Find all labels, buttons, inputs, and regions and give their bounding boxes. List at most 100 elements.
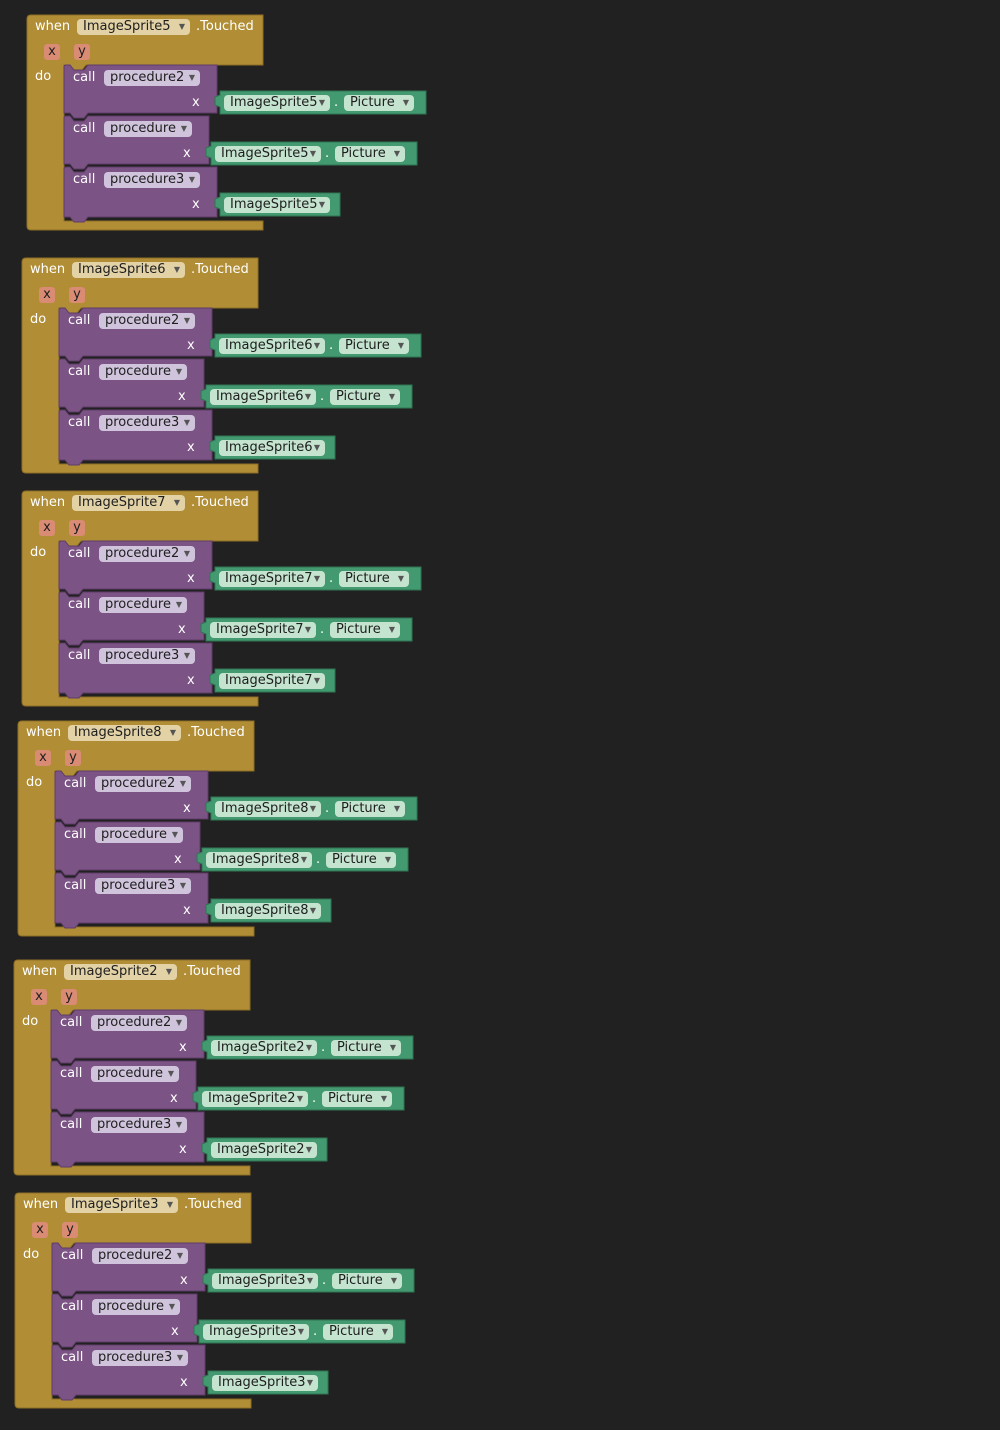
when-label: when: [30, 495, 66, 510]
procedure-dropdown[interactable]: procedure2▼: [92, 1248, 188, 1264]
arg-component-dropdown-text: ImageSprite6: [216, 389, 304, 404]
procedure-dropdown-text: procedure: [105, 597, 171, 612]
procedure-dropdown[interactable]: procedure2▼: [95, 776, 191, 792]
procedure-dropdown[interactable]: procedure▼: [99, 364, 187, 380]
procedure-dropdown[interactable]: procedure ▼: [95, 827, 183, 843]
arg-component-dropdown[interactable]: ImageSprite6▼: [210, 389, 316, 405]
arg-component-dropdown[interactable]: ImageSprite3▼: [212, 1375, 318, 1391]
procedure-dropdown[interactable]: procedure▼: [104, 121, 192, 137]
arg-component-dropdown[interactable]: ImageSprite6▼: [219, 440, 325, 456]
procedure-dropdown[interactable]: procedure2▼: [104, 70, 200, 86]
param-chip-x[interactable]: x: [35, 750, 51, 766]
arg-property-dropdown-text: Picture: [338, 1273, 383, 1288]
procedure-dropdown[interactable]: procedure3▼: [99, 648, 195, 664]
component-dropdown[interactable]: ImageSprite3▼: [65, 1197, 178, 1213]
arg-component-dropdown[interactable]: ImageSprite6▼: [219, 338, 325, 354]
arg-property-dropdown[interactable]: Picture▼: [344, 95, 414, 111]
component-dropdown[interactable]: ImageSprite8▼: [68, 725, 181, 741]
dropdown-arrow-icon: ▼: [178, 22, 185, 31]
procedure-dropdown[interactable]: procedure▼: [92, 1299, 180, 1315]
arg-component-dropdown[interactable]: ImageSprite3▼: [212, 1273, 318, 1289]
param-chip-x[interactable]: x: [39, 520, 55, 536]
dropdown-arrow-icon: ▼: [388, 392, 395, 401]
arg-property-dropdown[interactable]: Picture▼: [322, 1091, 392, 1107]
arg-property-dropdown[interactable]: Picture▼: [326, 852, 396, 868]
arg-property-dropdown[interactable]: Picture▼: [339, 571, 409, 587]
procedure-dropdown[interactable]: procedure3▼: [91, 1117, 187, 1133]
arg-component-dropdown[interactable]: ImageSprite7▼: [219, 571, 325, 587]
arg-component-dropdown-text: ImageSprite2: [217, 1040, 305, 1055]
call-label: call: [60, 1066, 83, 1081]
param-chip-y[interactable]: y: [65, 750, 81, 766]
procedure-dropdown[interactable]: procedure2▼: [99, 313, 195, 329]
procedure-dropdown[interactable]: procedure3▼: [95, 878, 191, 894]
procedure-dropdown[interactable]: procedure3▼: [104, 172, 200, 188]
procedure-dropdown[interactable]: procedure2▼: [91, 1015, 187, 1031]
component-dropdown-text: ImageSprite6: [78, 262, 166, 277]
arg-property-dropdown[interactable]: Picture▼: [332, 1273, 402, 1289]
arg-component-dropdown-text: ImageSprite2: [217, 1142, 305, 1157]
arg-component-dropdown[interactable]: ImageSprite7▼: [210, 622, 316, 638]
arg-component-dropdown[interactable]: ImageSprite5▼: [224, 197, 330, 213]
procedure-dropdown[interactable]: procedure▼: [99, 597, 187, 613]
when-label: when: [35, 19, 71, 34]
procedure-dropdown[interactable]: procedure▼: [91, 1066, 179, 1082]
procedure-dropdown-text: procedure2: [101, 776, 176, 791]
param-chip-x[interactable]: x: [31, 989, 47, 1005]
arg-property-dropdown[interactable]: Picture▼: [335, 146, 405, 162]
procedure-dropdown[interactable]: procedure2▼: [99, 546, 195, 562]
arg-property-dropdown[interactable]: Picture▼: [330, 389, 400, 405]
param-chip-x[interactable]: x: [44, 44, 60, 60]
param-chip-y[interactable]: y: [69, 520, 85, 536]
procedure-dropdown[interactable]: procedure3▼: [99, 415, 195, 431]
arg-property-dropdown[interactable]: Picture▼: [339, 338, 409, 354]
arg-x-label: x: [183, 146, 191, 161]
arg-property-dropdown-text: Picture: [337, 1040, 382, 1055]
arg-component-dropdown[interactable]: ImageSprite2▼: [211, 1142, 317, 1158]
component-dropdown[interactable]: ImageSprite2▼: [64, 964, 177, 980]
arg-component-dropdown[interactable]: ImageSprite8▼: [215, 903, 321, 919]
param-chip-y[interactable]: y: [74, 44, 90, 60]
procedure-dropdown-text: procedure: [101, 827, 167, 842]
arg-component-dropdown[interactable]: ImageSprite8▼: [215, 801, 321, 817]
param-chip-y[interactable]: y: [69, 287, 85, 303]
procedure-dropdown[interactable]: procedure3▼: [92, 1350, 188, 1366]
arg-component-dropdown[interactable]: ImageSprite2▼: [202, 1091, 308, 1107]
arg-component-dropdown[interactable]: ImageSprite3▼: [203, 1324, 309, 1340]
component-dropdown[interactable]: ImageSprite7▼: [72, 495, 185, 511]
arg-x-label: x: [187, 440, 195, 455]
component-dropdown[interactable]: ImageSprite6▼: [72, 262, 185, 278]
dropdown-arrow-icon: ▼: [388, 625, 395, 634]
component-dropdown-text: ImageSprite7: [78, 495, 166, 510]
arg-component-dropdown-text: ImageSprite7: [225, 571, 313, 586]
arg-property-dropdown[interactable]: Picture▼: [323, 1324, 393, 1340]
arg-component-dropdown[interactable]: ImageSprite8▼: [206, 852, 312, 868]
dropdown-arrow-icon: ▼: [305, 1043, 312, 1052]
arg-component-dropdown[interactable]: ImageSprite5▼: [215, 146, 321, 162]
component-dropdown[interactable]: ImageSprite5▼: [77, 19, 190, 35]
dropdown-arrow-icon: ▼: [169, 728, 176, 737]
param-chip-x[interactable]: x: [39, 287, 55, 303]
arg-x-label: x: [180, 1273, 188, 1288]
arg-property-dropdown[interactable]: Picture▼: [330, 622, 400, 638]
arg-component-dropdown[interactable]: ImageSprite5▼: [224, 95, 330, 111]
dropdown-arrow-icon: ▼: [171, 830, 178, 839]
procedure-dropdown-text: procedure3: [98, 1350, 173, 1365]
arg-property-dropdown[interactable]: Picture▼: [335, 801, 405, 817]
dropdown-arrow-icon: ▼: [309, 906, 316, 915]
param-chip-y[interactable]: y: [61, 989, 77, 1005]
dot-label: .: [325, 801, 330, 816]
param-chip-y[interactable]: y: [62, 1222, 78, 1238]
arg-component-dropdown[interactable]: ImageSprite2▼: [211, 1040, 317, 1056]
arg-property-dropdown[interactable]: Picture▼: [331, 1040, 401, 1056]
arg-component-dropdown[interactable]: ImageSprite7▼: [219, 673, 325, 689]
param-chip-x[interactable]: x: [32, 1222, 48, 1238]
dropdown-arrow-icon: ▼: [175, 367, 182, 376]
